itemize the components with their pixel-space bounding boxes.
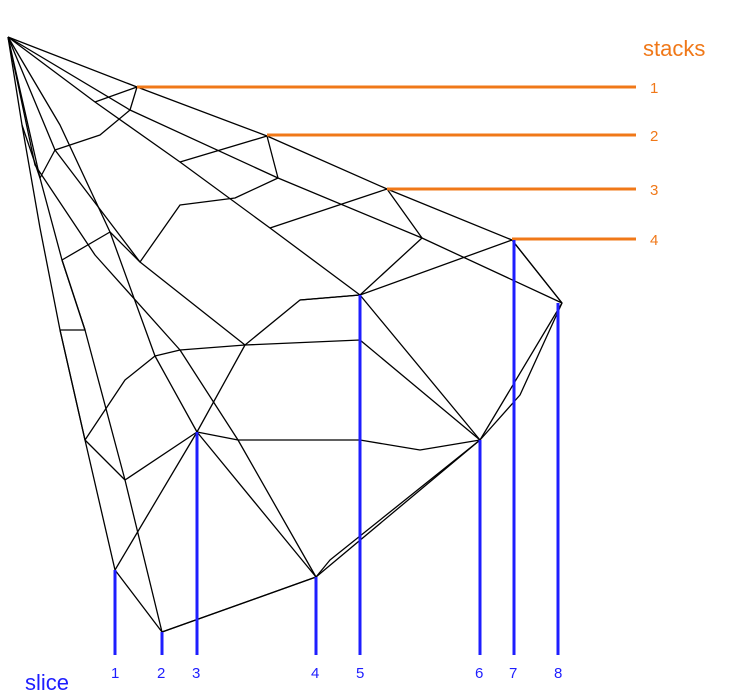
slice-label-8: 8 xyxy=(554,665,562,682)
slice-leaders xyxy=(113,240,560,655)
slice-label-3: 3 xyxy=(192,665,200,682)
cone-wireframe xyxy=(7,36,563,633)
mesh-edge xyxy=(114,431,198,571)
stack-label-1: 1 xyxy=(650,80,658,97)
stack-label-3: 3 xyxy=(650,182,658,199)
slice-line xyxy=(7,36,116,571)
slice-line xyxy=(7,36,563,304)
mesh-edge xyxy=(179,135,268,163)
slice-line xyxy=(7,36,481,633)
mesh-edge xyxy=(94,86,138,103)
stack-label-4: 4 xyxy=(650,232,658,249)
slice-title: slice xyxy=(25,670,69,695)
stack-ring xyxy=(60,135,279,331)
slice-label-4: 4 xyxy=(311,665,319,682)
slice-line xyxy=(7,36,317,578)
slice-line xyxy=(7,36,563,304)
stack-leaders xyxy=(137,85,636,241)
slice-line xyxy=(7,36,481,441)
slice-label-1: 1 xyxy=(111,665,119,682)
mesh-edge xyxy=(269,188,388,229)
stack-ring xyxy=(59,188,423,441)
slice-label-2: 2 xyxy=(157,665,165,682)
mesh-edge xyxy=(299,294,361,301)
stack-ring xyxy=(21,86,138,179)
slice-label-5: 5 xyxy=(356,665,364,682)
slice-line xyxy=(7,36,163,633)
mesh-edge xyxy=(359,239,513,296)
slice-label-7: 7 xyxy=(509,665,517,682)
stacks-title: stacks xyxy=(643,36,705,61)
stack-ring xyxy=(114,302,563,633)
slice-line xyxy=(7,36,317,578)
stack-ring xyxy=(84,239,563,481)
slice-label-6: 6 xyxy=(475,665,483,682)
stack-label-2: 2 xyxy=(650,128,658,145)
mesh-edge xyxy=(196,344,246,433)
